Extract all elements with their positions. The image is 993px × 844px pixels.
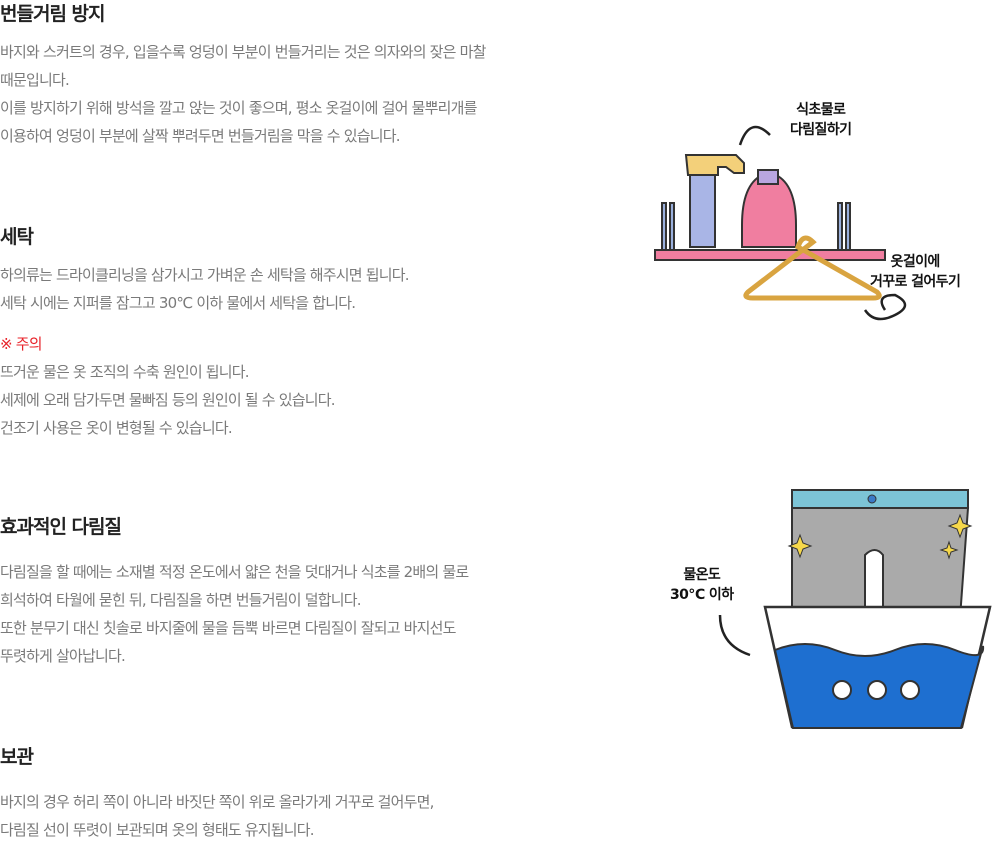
detergent-bottle-icon <box>741 174 797 248</box>
arrow-icon <box>738 125 771 146</box>
warning-title: ※ 주의 <box>0 335 43 353</box>
body-line: 때문입니다. <box>0 71 70 89</box>
section-title: 효과적인 다림질 <box>0 516 122 538</box>
body-line: 바지와 스커트의 경우, 입을수록 엉덩이 부분이 번들거리는 것은 의자와의 … <box>0 43 486 61</box>
section-washing: 세탁 하의류는 드라이클리닝을 삼가시고 가벼운 손 세탁을 해주시면 됩니다.… <box>0 223 650 442</box>
body-line: 또한 분무기 대신 칫솔로 바지줄에 물을 듬뿍 바르면 다림질이 잘되고 바지… <box>0 619 456 637</box>
body-line: 뚜렷하게 살아납니다. <box>0 647 126 665</box>
warning-line: 뜨거운 물은 옷 조직의 수축 원인이 됩니다. <box>0 363 250 381</box>
shelf-spray-hanger-illustration <box>654 125 907 321</box>
body-line: 다림질 선이 뚜렷이 보관되며 옷의 형태도 유지됩니다. <box>0 821 315 839</box>
body-line: 희석하여 타월에 묻힌 뒤, 다림질을 하면 번들거림이 덜합니다. <box>0 591 362 609</box>
body-line: 세탁 시에는 지퍼를 잠그고 30℃ 이하 물에서 세탁을 합니다. <box>0 294 356 312</box>
basin-pants-illustration <box>718 489 992 729</box>
section-shine-prevention: 번들거림 방지 바지와 스커트의 경우, 입을수록 엉덩이 부분이 번들거리는 … <box>0 0 650 150</box>
arrow-icon <box>718 614 751 657</box>
body-line: 바지의 경우 허리 쪽이 아니라 바짓단 쪽이 위로 올라가게 거꾸로 걸어두면… <box>0 793 434 811</box>
body-line: 이용하여 엉덩이 부분에 살짝 뿌려두면 번들거림을 막을 수 있습니다. <box>0 127 401 145</box>
warning-line: 세제에 오래 담가두면 물빠짐 등의 원인이 될 수 있습니다. <box>0 391 336 409</box>
section-title: 번들거림 방지 <box>0 3 106 25</box>
body-line: 이를 방지하기 위해 방석을 깔고 앉는 것이 좋으며, 평소 옷걸이에 걸어 … <box>0 99 477 117</box>
body-line: 다림질을 할 때에는 소재별 적정 온도에서 얇은 천을 덧대거나 식초를 2배… <box>0 563 469 581</box>
section-ironing: 효과적인 다림질 다림질을 할 때에는 소재별 적정 온도에서 얇은 천을 덧대… <box>0 513 650 670</box>
section-title: 세탁 <box>0 226 34 248</box>
section-storage: 보관 바지의 경우 허리 쪽이 아니라 바짓단 쪽이 위로 올라가게 거꾸로 걸… <box>0 743 650 844</box>
spray-bottle-icon <box>689 174 716 248</box>
section-title: 보관 <box>0 746 34 768</box>
warning-line: 건조기 사용은 옷이 변형될 수 있습니다. <box>0 419 233 437</box>
hanger-icon <box>743 235 882 301</box>
body-line: 하의류는 드라이클리닝을 삼가시고 가벼운 손 세탁을 해주시면 됩니다. <box>0 266 410 284</box>
